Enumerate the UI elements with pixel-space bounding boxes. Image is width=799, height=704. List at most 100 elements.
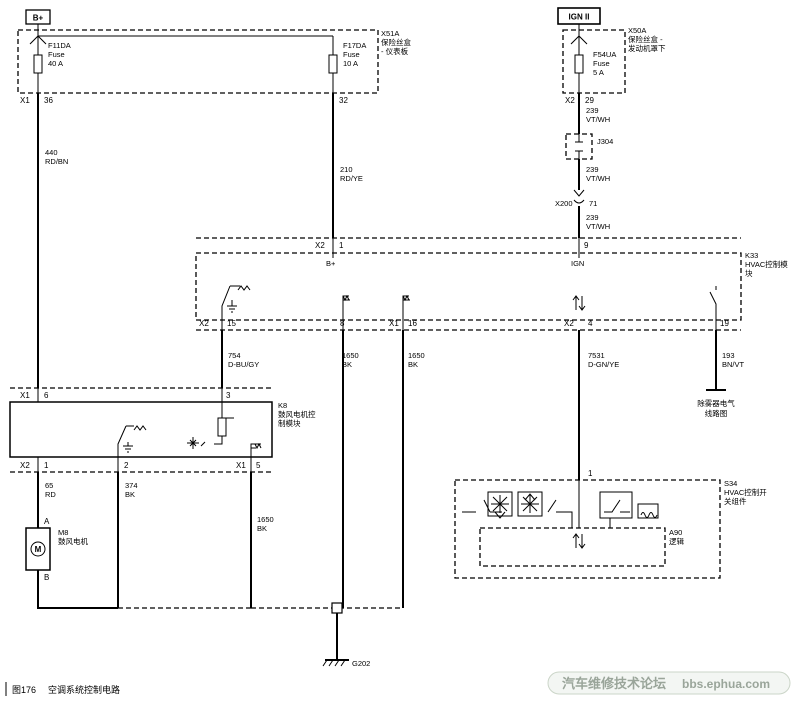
motor-m8-name: 鼓风电机 — [58, 536, 88, 546]
k33-pin-8: 8 — [340, 319, 345, 328]
ground-g202-id: G202 — [352, 659, 370, 668]
k8-ground-internal — [250, 442, 262, 472]
k33-top-conn-left: X2 — [315, 241, 325, 250]
s34-switch-assembly-box — [454, 479, 721, 579]
wire-65-num: 65 — [45, 481, 53, 490]
fuse-block-x50a-connector: X2 — [565, 96, 575, 105]
k8-pin-1: 1 — [44, 461, 49, 470]
k8-resistor — [214, 402, 234, 445]
wire-239c-color: VT/WH — [586, 222, 610, 231]
k33-ground-16 — [402, 294, 410, 330]
wire-1650a-color: BK — [342, 360, 352, 369]
k8-fan-speed-icon — [187, 437, 206, 449]
k33-bottom-conn-mid: X1 — [389, 319, 399, 328]
k8-pin-3: 3 — [226, 391, 231, 400]
k8-name-2: 制模块 — [278, 418, 301, 428]
k8-id: K8 — [278, 401, 287, 410]
s34-logic-box — [479, 527, 666, 567]
wire-374-num: 374 — [125, 481, 138, 490]
caption-title: 空调系统控制电路 — [48, 684, 120, 695]
wire-1650b-num: 1650 — [408, 351, 425, 360]
fuse-f17da-id: F17DA — [343, 41, 366, 50]
fuse-f54ua-symbol — [574, 54, 584, 93]
rear-defog-label-2: 线路图 — [705, 408, 728, 418]
svg-text:IGN II: IGN II — [569, 13, 590, 22]
k33-name-1: HVAC控制模 — [745, 259, 788, 269]
bplus-arrow — [29, 35, 47, 45]
wire-754-num: 754 — [228, 351, 241, 360]
ground-g202-symbol — [322, 659, 349, 667]
k8-name-1: 鼓风电机控 — [278, 409, 316, 419]
k33-ground-8 — [342, 294, 350, 330]
s34-blower-up-switch — [517, 491, 573, 528]
fuse-f17da-symbol — [328, 36, 338, 93]
k33-pin-19: 19 — [720, 319, 729, 328]
k8-top-conn: X1 — [20, 391, 30, 400]
fuse-block-x51a-box — [17, 29, 379, 94]
fuse-block-x50a-box — [562, 29, 626, 94]
wire-210-color: RD/YE — [340, 174, 363, 183]
inline-connector-x200-id: X200 — [555, 199, 573, 208]
ground-splice — [331, 602, 343, 614]
rear-defog-label-1: 除雾器电气 — [697, 398, 735, 408]
s34-logic-id: A90 — [669, 528, 682, 537]
k33-serial-data — [572, 295, 586, 311]
k33-pin-1: 1 — [339, 241, 344, 250]
s34-id: S34 — [724, 479, 737, 488]
motor-m8-symbol — [30, 541, 46, 557]
wire-1650c-num: 1650 — [257, 515, 274, 524]
fuse-f17da-rating: 10 A — [343, 59, 358, 68]
wire-193-color: BN/VT — [722, 360, 745, 369]
motor-pin-b: B — [44, 573, 49, 582]
s34-logic-name: 逻辑 — [669, 536, 684, 546]
k8-pin-6: 6 — [44, 391, 49, 400]
fuse-f54ua-type: Fuse — [593, 59, 610, 68]
inline-connector-x200-pin: 71 — [589, 199, 597, 208]
k33-bottom-conn-left: X2 — [199, 319, 209, 328]
s34-name-2: 关组件 — [724, 496, 747, 506]
k33-pin-9: 9 — [584, 241, 589, 250]
k33-label-ign: IGN — [571, 259, 584, 268]
wire-239a-num: 239 — [586, 106, 599, 115]
fuse-f54ua-rating: 5 A — [593, 68, 604, 77]
fuse-f17da-type: Fuse — [343, 50, 360, 59]
wire-193-num: 193 — [722, 351, 735, 360]
wire-1650b-color: BK — [408, 360, 418, 369]
fuse-block-x51a-name-2: - 仪表板 — [381, 46, 409, 56]
pin-29: 29 — [585, 96, 594, 105]
splice-j304 — [565, 133, 593, 160]
ign-power-label: IGN II — [557, 7, 601, 25]
wire-239b-color: VT/WH — [586, 174, 610, 183]
pin-36: 36 — [44, 96, 53, 105]
k33-module-box — [195, 252, 742, 321]
k8-bottom-conn: X2 — [20, 461, 30, 470]
wire-7531-color: D-GN/YE — [588, 360, 619, 369]
wire-754-color: D-BU/GY — [228, 360, 259, 369]
fuse-block-x51a-name-1: 保险丝盒 — [381, 37, 411, 47]
pin-32: 32 — [339, 96, 348, 105]
k33-label-bplus: B+ — [326, 259, 336, 268]
k33-bottom-conn-right: X2 — [564, 319, 574, 328]
wire-239c-num: 239 — [586, 213, 599, 222]
s34-pin-1: 1 — [588, 469, 593, 478]
k8-pin-2: 2 — [124, 461, 129, 470]
k33-defog-switch — [709, 286, 717, 330]
motor-pin-a: A — [44, 517, 50, 526]
fuse-f54ua-id: F54UA — [593, 50, 616, 59]
fuse-block-x51a-id: X51A — [381, 29, 399, 38]
fuse-f11da-rating: 40 A — [48, 59, 63, 68]
wire-210-num: 210 — [340, 165, 353, 174]
k8-pin-5: 5 — [256, 461, 261, 470]
wire-65-color: RD — [45, 490, 56, 499]
wire-374-color: BK — [125, 490, 135, 499]
s34-name-1: HVAC控制开 — [724, 487, 767, 497]
s34-defog-switch — [599, 491, 659, 528]
wire-motor-b-to-374 — [37, 570, 118, 609]
fuse-block-x50a-name-1: 保险丝盒 - — [628, 34, 663, 44]
svg-text:B+: B+ — [33, 14, 44, 23]
k33-pin-16: 16 — [408, 319, 417, 328]
k33-name-2: 块 — [745, 268, 753, 278]
k33-low-side-driver — [221, 285, 251, 330]
k8-low-side-switch — [117, 425, 147, 472]
